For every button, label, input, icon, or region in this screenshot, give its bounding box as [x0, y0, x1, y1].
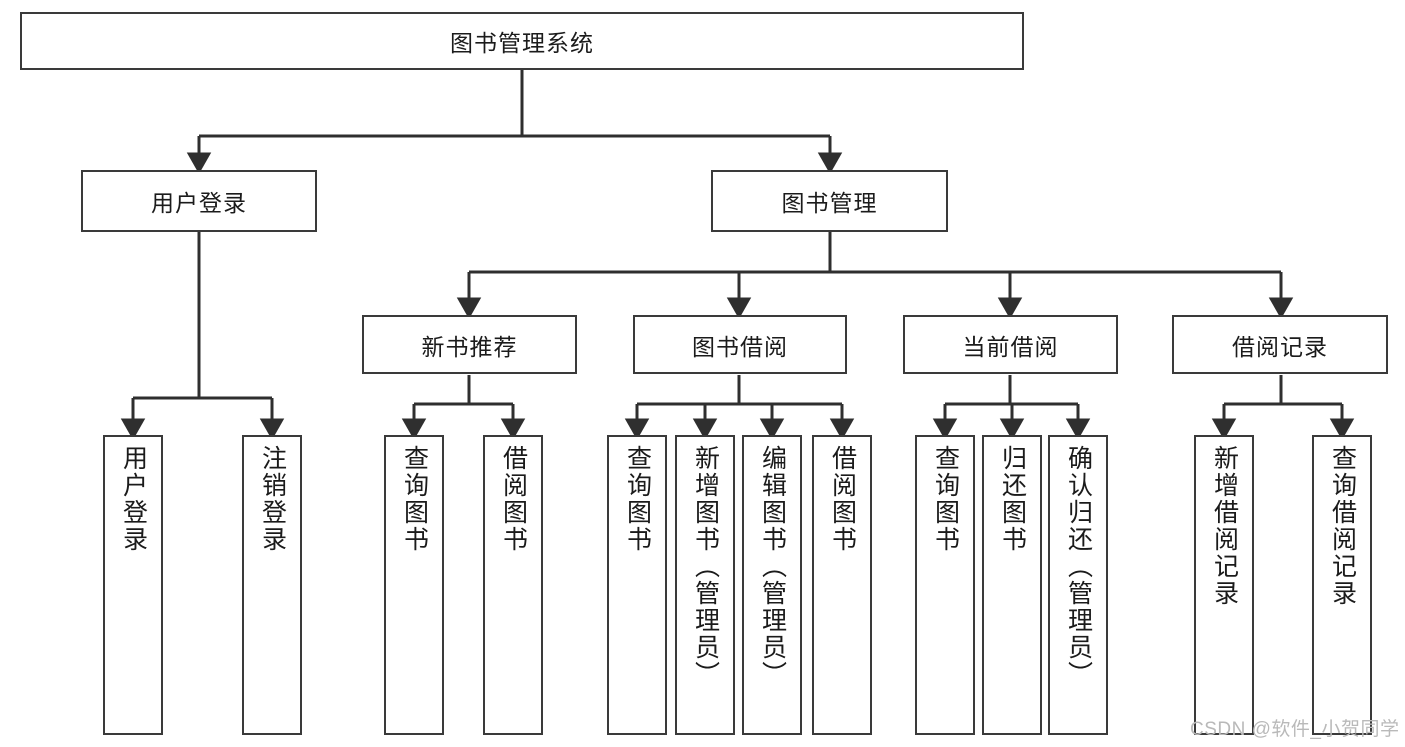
leaf-label: 确认归还（管理员）	[1064, 445, 1093, 688]
node-label: 用户登录	[151, 190, 247, 216]
leaf-label: 新增借阅记录	[1210, 445, 1239, 607]
leaf-label: 查询借阅记录	[1328, 445, 1357, 607]
leaf-query-borrow-record[interactable]: 查询借阅记录	[1312, 435, 1372, 735]
leaf-logout-login[interactable]: 注销登录	[242, 435, 302, 735]
leaf-query-book-2[interactable]: 查询图书	[607, 435, 667, 735]
node-user-login[interactable]: 用户登录	[81, 170, 317, 232]
leaf-user-login[interactable]: 用户登录	[103, 435, 163, 735]
leaf-label: 归还图书	[998, 445, 1027, 553]
leaf-query-book-1[interactable]: 查询图书	[384, 435, 444, 735]
leaf-edit-book[interactable]: 编辑图书（管理员）	[742, 435, 802, 735]
leaf-label: 新增图书（管理员）	[691, 445, 720, 688]
leaf-label: 借阅图书	[499, 445, 528, 553]
node-label: 借阅记录	[1232, 333, 1328, 360]
node-label: 图书借阅	[692, 333, 788, 360]
leaf-confirm-return[interactable]: 确认归还（管理员）	[1048, 435, 1108, 735]
leaf-return-book[interactable]: 归还图书	[982, 435, 1042, 735]
node-label: 图书管理系统	[450, 30, 594, 56]
leaf-label: 用户登录	[119, 445, 148, 553]
node-book-management-system[interactable]: 图书管理系统	[20, 12, 1024, 70]
node-book-management[interactable]: 图书管理	[711, 170, 948, 232]
node-borrow-record[interactable]: 借阅记录	[1172, 315, 1388, 374]
node-current-borrow[interactable]: 当前借阅	[903, 315, 1118, 374]
leaf-borrow-book-1[interactable]: 借阅图书	[483, 435, 543, 735]
leaf-borrow-book-2[interactable]: 借阅图书	[812, 435, 872, 735]
leaf-label: 编辑图书（管理员）	[758, 445, 787, 688]
leaf-label: 查询图书	[931, 445, 960, 553]
node-label: 图书管理	[781, 190, 878, 216]
leaf-query-book-3[interactable]: 查询图书	[915, 435, 975, 735]
node-label: 新书推荐	[421, 333, 518, 360]
leaf-label: 借阅图书	[828, 445, 857, 553]
csdn-watermark: CSDN @软件_小贺同学	[1190, 719, 1400, 740]
leaf-add-book[interactable]: 新增图书（管理员）	[675, 435, 735, 735]
leaf-label: 查询图书	[400, 445, 429, 553]
node-label: 当前借阅	[962, 333, 1059, 360]
leaf-add-borrow-record[interactable]: 新增借阅记录	[1194, 435, 1254, 735]
leaf-label: 查询图书	[623, 445, 652, 553]
node-book-borrow[interactable]: 图书借阅	[633, 315, 847, 374]
leaf-label: 注销登录	[258, 445, 287, 553]
node-new-book-recommend[interactable]: 新书推荐	[362, 315, 577, 374]
